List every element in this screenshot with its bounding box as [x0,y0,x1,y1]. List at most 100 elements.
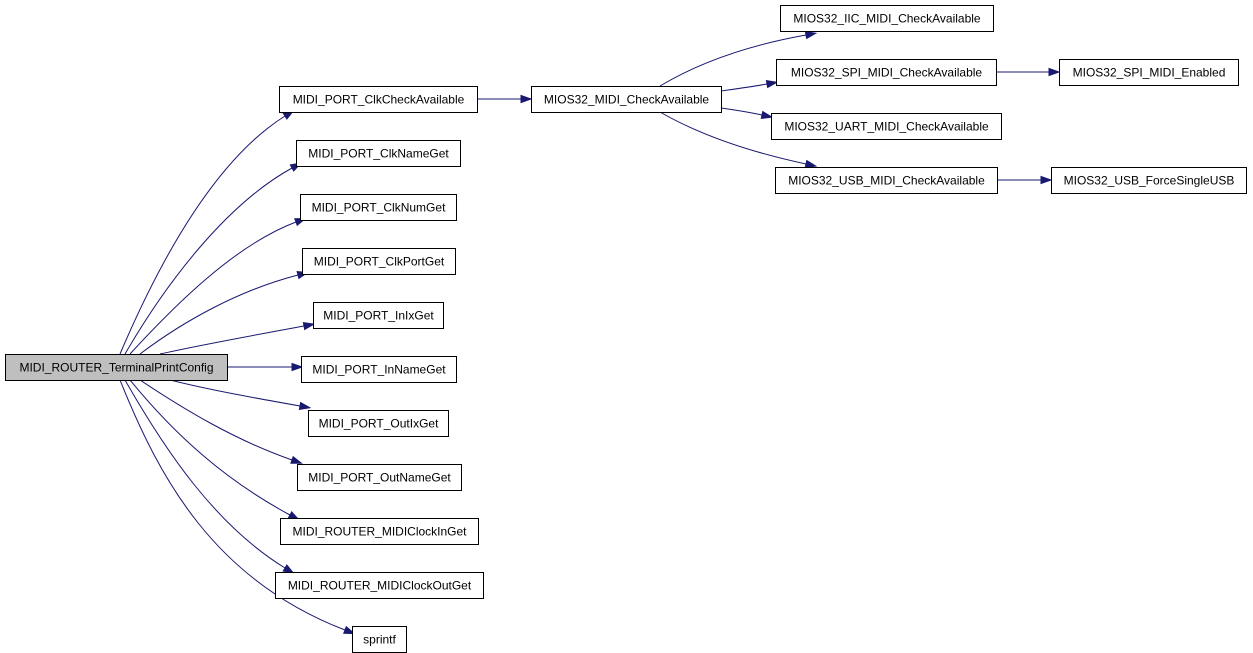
node-n-mios-check[interactable]: MIOS32_MIDI_CheckAvailable [531,86,722,113]
node-n-uart[interactable]: MIOS32_UART_MIDI_CheckAvailable [771,113,1002,140]
node-box[interactable] [1051,167,1247,194]
node-n-inix[interactable]: MIDI_PORT_InIxGet [313,302,444,329]
node-n-inname[interactable]: MIDI_PORT_InNameGet [301,356,457,383]
edge-n_mios_check-to-n_spi [720,79,779,92]
edge-line [139,274,299,355]
node-box[interactable] [5,354,228,381]
edge-line [124,167,293,355]
node-label: MIDI_PORT_ClkCheckAvailable [293,93,465,107]
node-box[interactable] [280,518,479,545]
edge-root-to-n_inname [227,362,304,372]
node-n-usb-single[interactable]: MIOS32_USB_ForceSingleUSB [1051,167,1247,194]
edge-arrowhead [343,625,356,635]
edge-n_mios_check-to-n_usb [659,111,818,169]
edge-root-to-n_inix [159,321,316,355]
node-label: MIDI_ROUTER_TerminalPrintConfig [19,361,213,375]
edge-n_mios_check-to-n_iic [659,30,818,87]
edge-arrowhead [804,30,818,40]
node-label: sprintf [363,633,396,647]
edge-line [124,379,286,569]
node-box[interactable] [771,113,1002,140]
node-label: MIOS32_IIC_MIDI_CheckAvailable [793,12,981,26]
node-box[interactable] [279,86,478,113]
node-box[interactable] [308,410,449,437]
node-label: MIDI_PORT_ClkNumGet [312,201,446,215]
node-n-clkcheck[interactable]: MIDI_PORT_ClkCheckAvailable [279,86,478,113]
edge-line [159,325,305,355]
node-label: MIDI_PORT_InIxGet [323,309,434,323]
node-label: MIDI_PORT_OutIxGet [319,417,439,431]
edge-root-to-n_sprintf [119,379,356,635]
edge-arrowhead [1048,67,1061,77]
node-box[interactable] [302,248,456,275]
edge-arrowhead [765,79,779,89]
edge-arrowhead [760,110,774,120]
node-box[interactable] [313,302,444,329]
node-n-clockin[interactable]: MIDI_ROUTER_MIDIClockInGet [280,518,479,545]
node-box[interactable] [531,86,722,113]
edge-line [129,221,297,355]
edge-n_usb-to-n_usb_single [997,175,1053,185]
edge-n_spi-to-n_spi_en [996,67,1061,77]
edge-arrowhead [1040,175,1053,185]
node-n-outname[interactable]: MIDI_PORT_OutNameGet [297,464,462,491]
node-n-spi-en[interactable]: MIOS32_SPI_MIDI_Enabled [1059,59,1239,86]
node-n-sprintf[interactable]: sprintf [352,626,407,653]
node-n-usb[interactable]: MIOS32_USB_MIDI_CheckAvailable [775,167,998,194]
node-n-iic[interactable]: MIOS32_IIC_MIDI_CheckAvailable [780,5,994,32]
edge-line [659,111,807,165]
edge-root-to-n_outname [139,379,303,464]
node-n-clockout[interactable]: MIDI_ROUTER_MIDIClockOutGet [275,572,484,599]
edge-arrowhead [804,159,818,169]
edge-n_mios_check-to-n_uart [720,107,774,120]
edge-line [119,379,346,631]
node-label: MIDI_PORT_ClkPortGet [314,255,445,269]
edge-root-to-n_clknum [129,217,307,355]
node-box[interactable] [1059,59,1239,86]
node-n-spi[interactable]: MIOS32_SPI_MIDI_CheckAvailable [776,59,997,86]
edge-line [169,379,301,407]
node-box[interactable] [780,5,994,32]
node-label: MIOS32_UART_MIDI_CheckAvailable [784,120,989,134]
edge-line [119,115,286,355]
node-n-clkport[interactable]: MIDI_PORT_ClkPortGet [302,248,456,275]
node-label: MIDI_PORT_InNameGet [312,363,446,377]
node-box[interactable] [300,194,457,221]
node-label: MIOS32_USB_MIDI_CheckAvailable [788,174,985,188]
node-box[interactable] [301,356,457,383]
edge-root-to-n_clkport [139,271,310,355]
node-label: MIOS32_SPI_MIDI_Enabled [1073,66,1226,80]
edge-arrowhead [291,362,304,372]
edge-line [720,83,768,92]
node-n-clknum[interactable]: MIDI_PORT_ClkNumGet [300,194,457,221]
node-label: MIOS32_SPI_MIDI_CheckAvailable [791,66,983,80]
node-label: MIDI_PORT_ClkNameGet [308,147,449,161]
node-root[interactable]: MIDI_ROUTER_TerminalPrintConfig [5,354,228,381]
node-label: MIDI_PORT_OutNameGet [308,471,451,485]
edge-arrowhead [290,455,303,464]
node-n-clkname[interactable]: MIDI_PORT_ClkNameGet [296,140,461,167]
edge-root-to-n_clkname [124,162,303,355]
edge-root-to-n_outix [169,379,312,411]
edge-line [659,34,807,87]
node-n-outix[interactable]: MIDI_PORT_OutIxGet [308,410,449,437]
node-box[interactable] [296,140,461,167]
node-box[interactable] [775,167,998,194]
edge-root-to-n_clkcheck [119,109,295,355]
edge-arrowhead [520,94,533,104]
node-label: MIOS32_USB_ForceSingleUSB [1064,174,1235,188]
node-box[interactable] [275,572,484,599]
edge-arrowhead [298,401,312,411]
node-box[interactable] [297,464,462,491]
node-box[interactable] [776,59,997,86]
node-box[interactable] [352,626,407,653]
edge-line [129,379,291,516]
edge-root-to-n_clockout [124,379,295,575]
node-label: MIDI_ROUTER_MIDIClockOutGet [288,579,472,593]
nodes-layer: MIDI_ROUTER_TerminalPrintConfigMIDI_PORT… [5,5,1247,653]
edge-line [720,107,763,116]
edge-line [139,379,293,461]
edge-arrowhead [302,321,316,331]
node-label: MIDI_ROUTER_MIDIClockInGet [292,525,467,539]
